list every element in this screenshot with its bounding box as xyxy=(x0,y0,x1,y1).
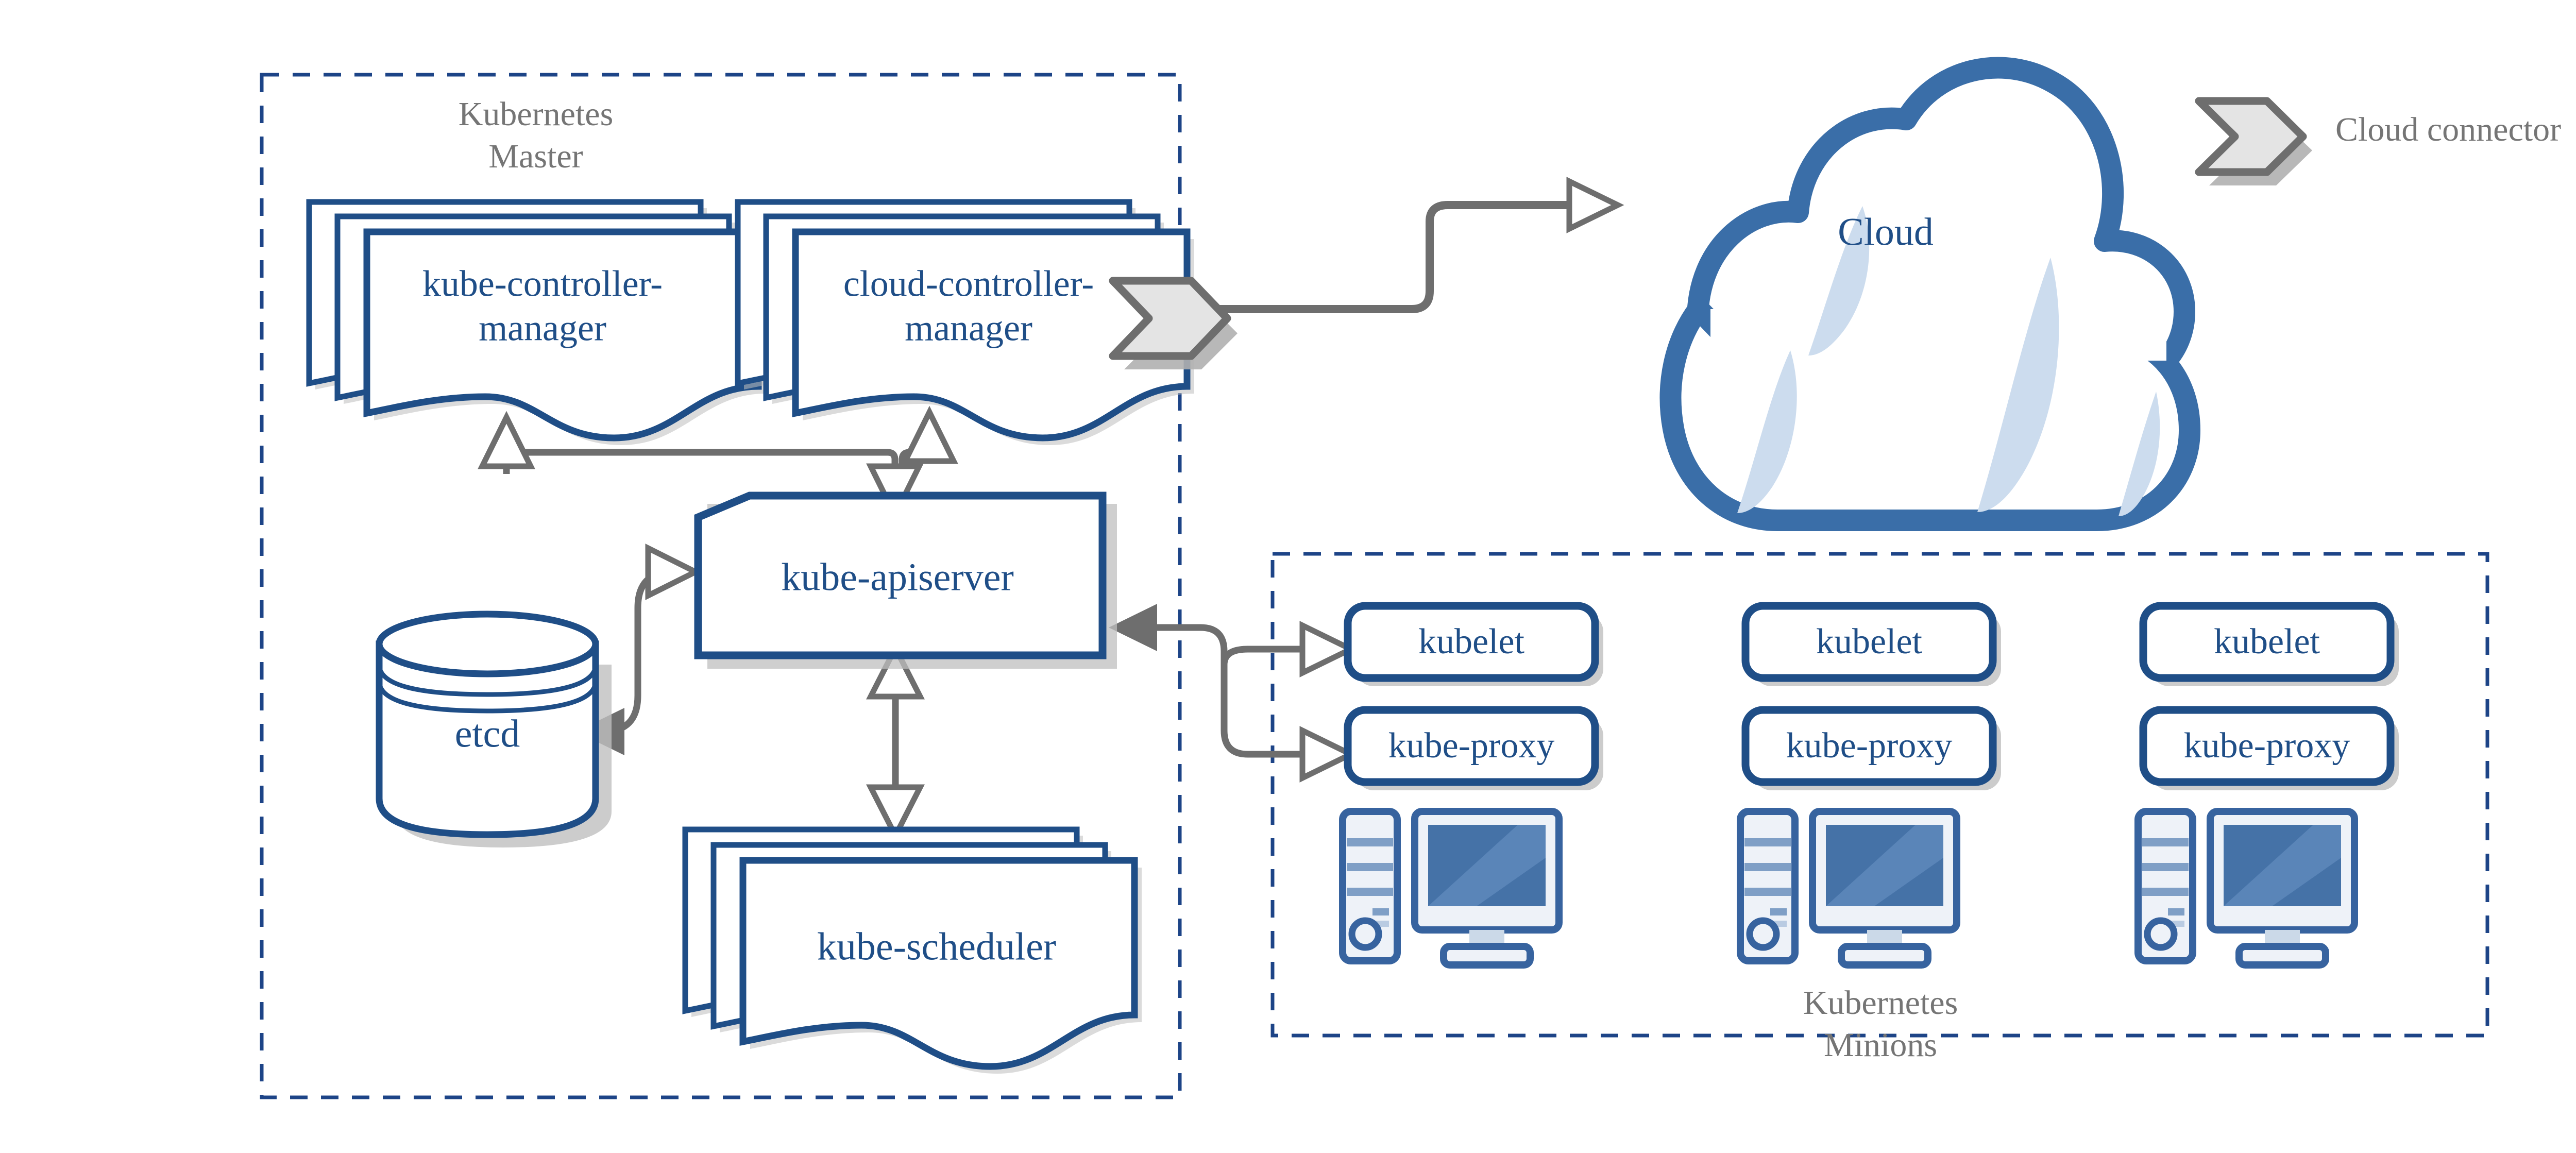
minion-1-kube-proxy[interactable]: kube-proxy xyxy=(1344,706,1603,790)
arrowhead-right-cloud xyxy=(1566,177,1624,233)
connector-apiserver-etcd xyxy=(603,568,673,735)
arrowhead-right-kube-proxy xyxy=(1299,726,1358,783)
minion-2-kubelet-label: kubelet xyxy=(1816,622,1923,662)
etcd-label: etcd xyxy=(455,712,520,755)
minion-2-kube-proxy-label: kube-proxy xyxy=(1786,726,1953,766)
cloud-outline-bottom xyxy=(1659,298,2200,531)
cloud-seam-cover xyxy=(1710,309,2166,361)
etcd-ring-2 xyxy=(377,681,598,714)
node-kube-controller-manager[interactable]: kube-controller- manager xyxy=(309,202,766,445)
node-kube-scheduler[interactable]: kube-scheduler xyxy=(685,829,1142,1074)
minion-node-3: kubelet kube-proxy xyxy=(2134,602,2399,969)
cloud-controller-manager-label-line1: cloud-controller- xyxy=(843,263,1094,304)
cloud-controller-manager-label-line2: manager xyxy=(905,308,1032,349)
cloud-connector-icon-inline xyxy=(1109,277,1238,369)
cloud-outline-top xyxy=(1687,57,2195,369)
master-group-label: Kubernetes Master xyxy=(459,95,614,175)
node-cloud-controller-manager[interactable]: cloud-controller- manager xyxy=(738,202,1194,445)
minion-1-computer-icon xyxy=(1339,808,1563,969)
arrowhead-up-apiserver-from-scheduler xyxy=(866,641,925,700)
minion-3-kubelet[interactable]: kubelet xyxy=(2139,602,2399,686)
master-group-label-line2: Master xyxy=(488,138,583,175)
cloud-accent-4 xyxy=(2119,392,2160,516)
minion-node-2: kubelet kube-proxy xyxy=(1737,602,2001,969)
minions-group-label-line2: Minions xyxy=(1824,1026,1937,1064)
cloud-accent-2 xyxy=(1737,350,1797,513)
connector-apiserver-to-controllers xyxy=(503,449,899,484)
node-cloud[interactable]: Cloud xyxy=(1659,57,2200,531)
master-group-label-line1: Kubernetes xyxy=(459,95,614,133)
master-group-box xyxy=(260,73,1182,1099)
cloud-accent-3 xyxy=(1977,258,2059,512)
minion-1-kubelet-label: kubelet xyxy=(1418,622,1525,662)
arrowhead-down-apiserver xyxy=(866,463,924,522)
minions-group-box xyxy=(1270,552,2489,1038)
minion-1-kubelet[interactable]: kubelet xyxy=(1344,602,1603,686)
etcd-ring-1 xyxy=(377,664,598,697)
kube-controller-manager-label-line2: manager xyxy=(479,308,606,349)
cloud-connector-icon xyxy=(2195,97,2307,176)
minion-3-kube-proxy-label: kube-proxy xyxy=(2184,726,2350,766)
minion-3-kubelet-label: kubelet xyxy=(2214,622,2320,662)
minion-2-computer-icon xyxy=(1737,808,1960,969)
arrowhead-right-apiserver-from-etcd xyxy=(645,544,702,600)
arrowhead-up-cloud-controller-manager xyxy=(901,405,958,464)
node-etcd[interactable]: etcd xyxy=(376,611,612,847)
arrowhead-up-kube-controller-manager xyxy=(478,411,535,469)
minion-2-kube-proxy[interactable]: kube-proxy xyxy=(1741,706,2001,790)
connector-cloud-controller-to-cloud xyxy=(1208,201,1587,313)
connector-apiserver-to-minion-split xyxy=(1128,624,1324,758)
minions-group-label: Kubernetes Minions xyxy=(1803,984,1958,1064)
node-kube-apiserver[interactable]: kube-apiserver xyxy=(694,491,1117,669)
etcd-top-ring xyxy=(376,611,599,677)
kube-apiserver-label: kube-apiserver xyxy=(781,555,1014,599)
arrowhead-down-scheduler xyxy=(866,784,925,842)
kube-controller-manager-label-line1: kube-controller- xyxy=(422,263,663,304)
arrowhead-right-kubelet xyxy=(1299,621,1358,677)
arrowhead-left-apiserver-from-minions xyxy=(1109,604,1157,651)
minion-3-computer-icon xyxy=(2134,808,2358,969)
minion-node-1: kubelet kube-proxy xyxy=(1339,602,1603,969)
minion-3-kube-proxy[interactable]: kube-proxy xyxy=(2139,706,2399,790)
minions-group-label-line1: Kubernetes xyxy=(1803,984,1958,1022)
minion-1-kube-proxy-label: kube-proxy xyxy=(1388,726,1555,766)
kube-scheduler-label: kube-scheduler xyxy=(817,925,1056,968)
legend-cloud-connector-label: Cloud connector xyxy=(2335,111,2561,148)
cloud-accent-1 xyxy=(1808,206,1870,355)
minion-2-kubelet[interactable]: kubelet xyxy=(1741,602,2001,686)
cloud-label: Cloud xyxy=(1838,210,1934,253)
legend-cloud-connector: Cloud connector xyxy=(2195,97,2561,185)
connector-split-to-kubelet xyxy=(1221,646,1324,665)
